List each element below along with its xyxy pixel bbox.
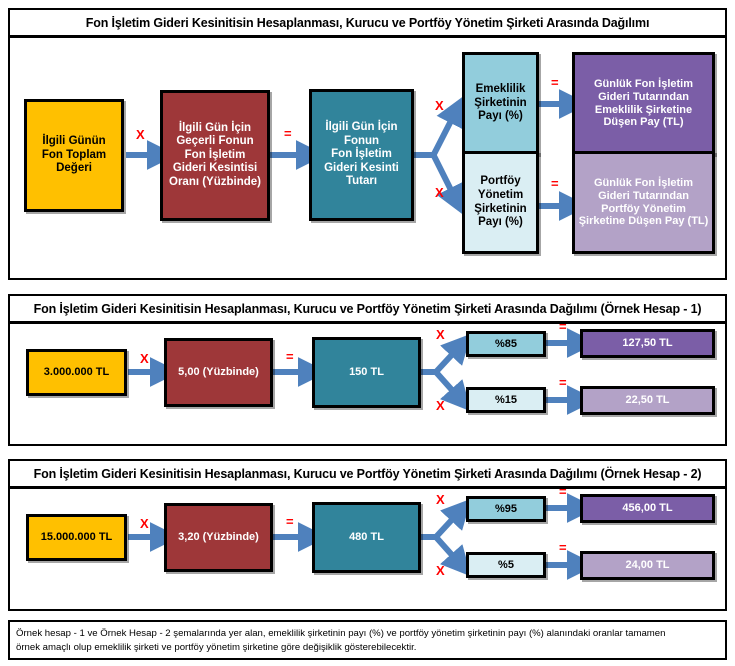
box-text: 22,50 TL xyxy=(625,394,670,407)
operator-multiply-2: X xyxy=(436,327,445,342)
operator-multiply-2: X xyxy=(436,492,445,507)
box-expense-rate: İlgili Gün İçin Geçerli Fonun Fon İşleti… xyxy=(160,90,270,221)
operator-multiply-1: X xyxy=(140,351,149,366)
box-portfolio-company-share: Portföy Yönetim Şirketinin Payı (%) xyxy=(462,151,539,254)
box-text: Emeklilik Şirketinin Payı (%) xyxy=(474,83,527,123)
note-line-2: örnek amaçlı olup emeklilik şirketi ve p… xyxy=(16,641,417,653)
operator-equals-3: = xyxy=(551,176,559,191)
operator-multiply-3: X xyxy=(436,398,445,413)
box-pension-company-result: 127,50 TL xyxy=(580,329,715,358)
box-fund-total-value: İlgili Günün Fon Toplam Değeri xyxy=(24,99,124,212)
box-expense-rate: 3,20 (Yüzbinde) xyxy=(164,503,273,572)
box-pension-company-share: %95 xyxy=(466,496,546,522)
box-portfolio-company-share: %15 xyxy=(466,387,546,413)
box-fund-total-value: 3.000.000 TL xyxy=(26,349,127,396)
box-text: Günlük Fon İşletim Gideri Tutarından Por… xyxy=(578,176,709,228)
footer-note: Örnek hesap - 1 ve Örnek Hesap - 2 şemal… xyxy=(8,620,727,660)
arrow-3-down xyxy=(432,369,472,412)
panel-title: Fon İşletim Gideri Kesinitisin Hesaplanm… xyxy=(85,15,650,30)
arrow-3-up xyxy=(430,96,464,158)
box-text: Portföy Yönetim Şirketinin Payı (%) xyxy=(474,175,527,229)
box-text: 5,00 (Yüzbinde) xyxy=(178,366,259,379)
box-portfolio-company-result: 22,50 TL xyxy=(580,386,715,415)
box-text: İlgili Gün İçin Geçerli Fonun Fon İşleti… xyxy=(169,121,261,188)
panel-schema-generic: Fon İşletim Gideri Kesinitisin Hesaplanm… xyxy=(8,8,727,280)
box-text: %5 xyxy=(498,558,514,571)
box-pension-company-share: %85 xyxy=(466,331,546,357)
panel-body: İlgili Günün Fon Toplam Değeri İlgili Gü… xyxy=(10,38,725,277)
arrow-3-down xyxy=(432,534,472,577)
box-fund-total-value: 15.000.000 TL xyxy=(26,514,127,561)
operator-multiply-3: X xyxy=(435,185,444,200)
box-expense-rate: 5,00 (Yüzbinde) xyxy=(164,338,273,407)
box-text: 3,20 (Yüzbinde) xyxy=(178,531,259,544)
box-text: %85 xyxy=(494,337,518,350)
arrow-3-up xyxy=(432,498,472,541)
operator-equals-1: = xyxy=(284,126,292,141)
panel-header: Fon İşletim Gideri Kesinitisin Hesaplanm… xyxy=(10,461,725,489)
box-text: 456,00 TL xyxy=(622,502,673,515)
panel-header: Fon İşletim Gideri Kesinitisin Hesaplanm… xyxy=(10,296,725,324)
box-expense-amount: İlgili Gün İçin Fonun Fon İşletim Gideri… xyxy=(309,89,414,221)
panel-body: 3.000.000 TL 5,00 (Yüzbinde) 150 TL %85 … xyxy=(10,320,725,443)
operator-equals-2: = xyxy=(559,319,567,334)
box-pension-company-result: Günlük Fon İşletim Gideri Tutarından Eme… xyxy=(572,52,715,155)
box-text: %95 xyxy=(494,502,518,515)
box-portfolio-company-result: 24,00 TL xyxy=(580,551,715,580)
box-text: 127,50 TL xyxy=(622,337,673,350)
box-text: 24,00 TL xyxy=(625,559,670,572)
operator-multiply-1: X xyxy=(136,127,145,142)
panel-header: Fon İşletim Gideri Kesinitisin Hesaplanm… xyxy=(10,10,725,38)
arrow-3-up xyxy=(432,333,472,376)
box-text: İlgili Günün Fon Toplam Değeri xyxy=(41,135,107,175)
box-text: Günlük Fon İşletim Gideri Tutarından Eme… xyxy=(593,77,693,129)
panel-example-1: Fon İşletim Gideri Kesinitisin Hesaplanm… xyxy=(8,294,727,446)
operator-multiply-3: X xyxy=(436,563,445,578)
box-pension-company-result: 456,00 TL xyxy=(580,494,715,523)
operator-equals-1: = xyxy=(286,349,294,364)
operator-equals-3: = xyxy=(559,540,567,555)
panel-title: Fon İşletim Gideri Kesinitisin Hesaplanm… xyxy=(33,301,702,316)
note-line-1: Örnek hesap - 1 ve Örnek Hesap - 2 şemal… xyxy=(16,628,666,639)
box-text: İlgili Gün İçin Fonun Fon İşletim Gideri… xyxy=(324,121,399,188)
operator-equals-2: = xyxy=(559,484,567,499)
box-portfolio-company-share: %5 xyxy=(466,552,546,578)
box-pension-company-share: Emeklilik Şirketinin Payı (%) xyxy=(462,52,539,155)
operator-equals-2: = xyxy=(551,75,559,90)
panel-title: Fon İşletim Gideri Kesinitisin Hesaplanm… xyxy=(33,466,702,481)
panel-body: 15.000.000 TL 3,20 (Yüzbinde) 480 TL %95… xyxy=(10,485,725,608)
operator-multiply-2: X xyxy=(435,98,444,113)
box-portfolio-company-result: Günlük Fon İşletim Gideri Tutarından Por… xyxy=(572,151,715,254)
box-text: %15 xyxy=(494,393,518,406)
box-expense-amount: 480 TL xyxy=(312,502,421,573)
operator-equals-3: = xyxy=(559,375,567,390)
operator-multiply-1: X xyxy=(140,516,149,531)
box-text: 480 TL xyxy=(349,531,384,544)
box-expense-amount: 150 TL xyxy=(312,337,421,408)
operator-equals-1: = xyxy=(286,514,294,529)
box-text: 3.000.000 TL xyxy=(43,366,110,379)
box-text: 15.000.000 TL xyxy=(40,531,113,544)
box-text: 150 TL xyxy=(349,366,384,379)
panel-example-2: Fon İşletim Gideri Kesinitisin Hesaplanm… xyxy=(8,459,727,611)
